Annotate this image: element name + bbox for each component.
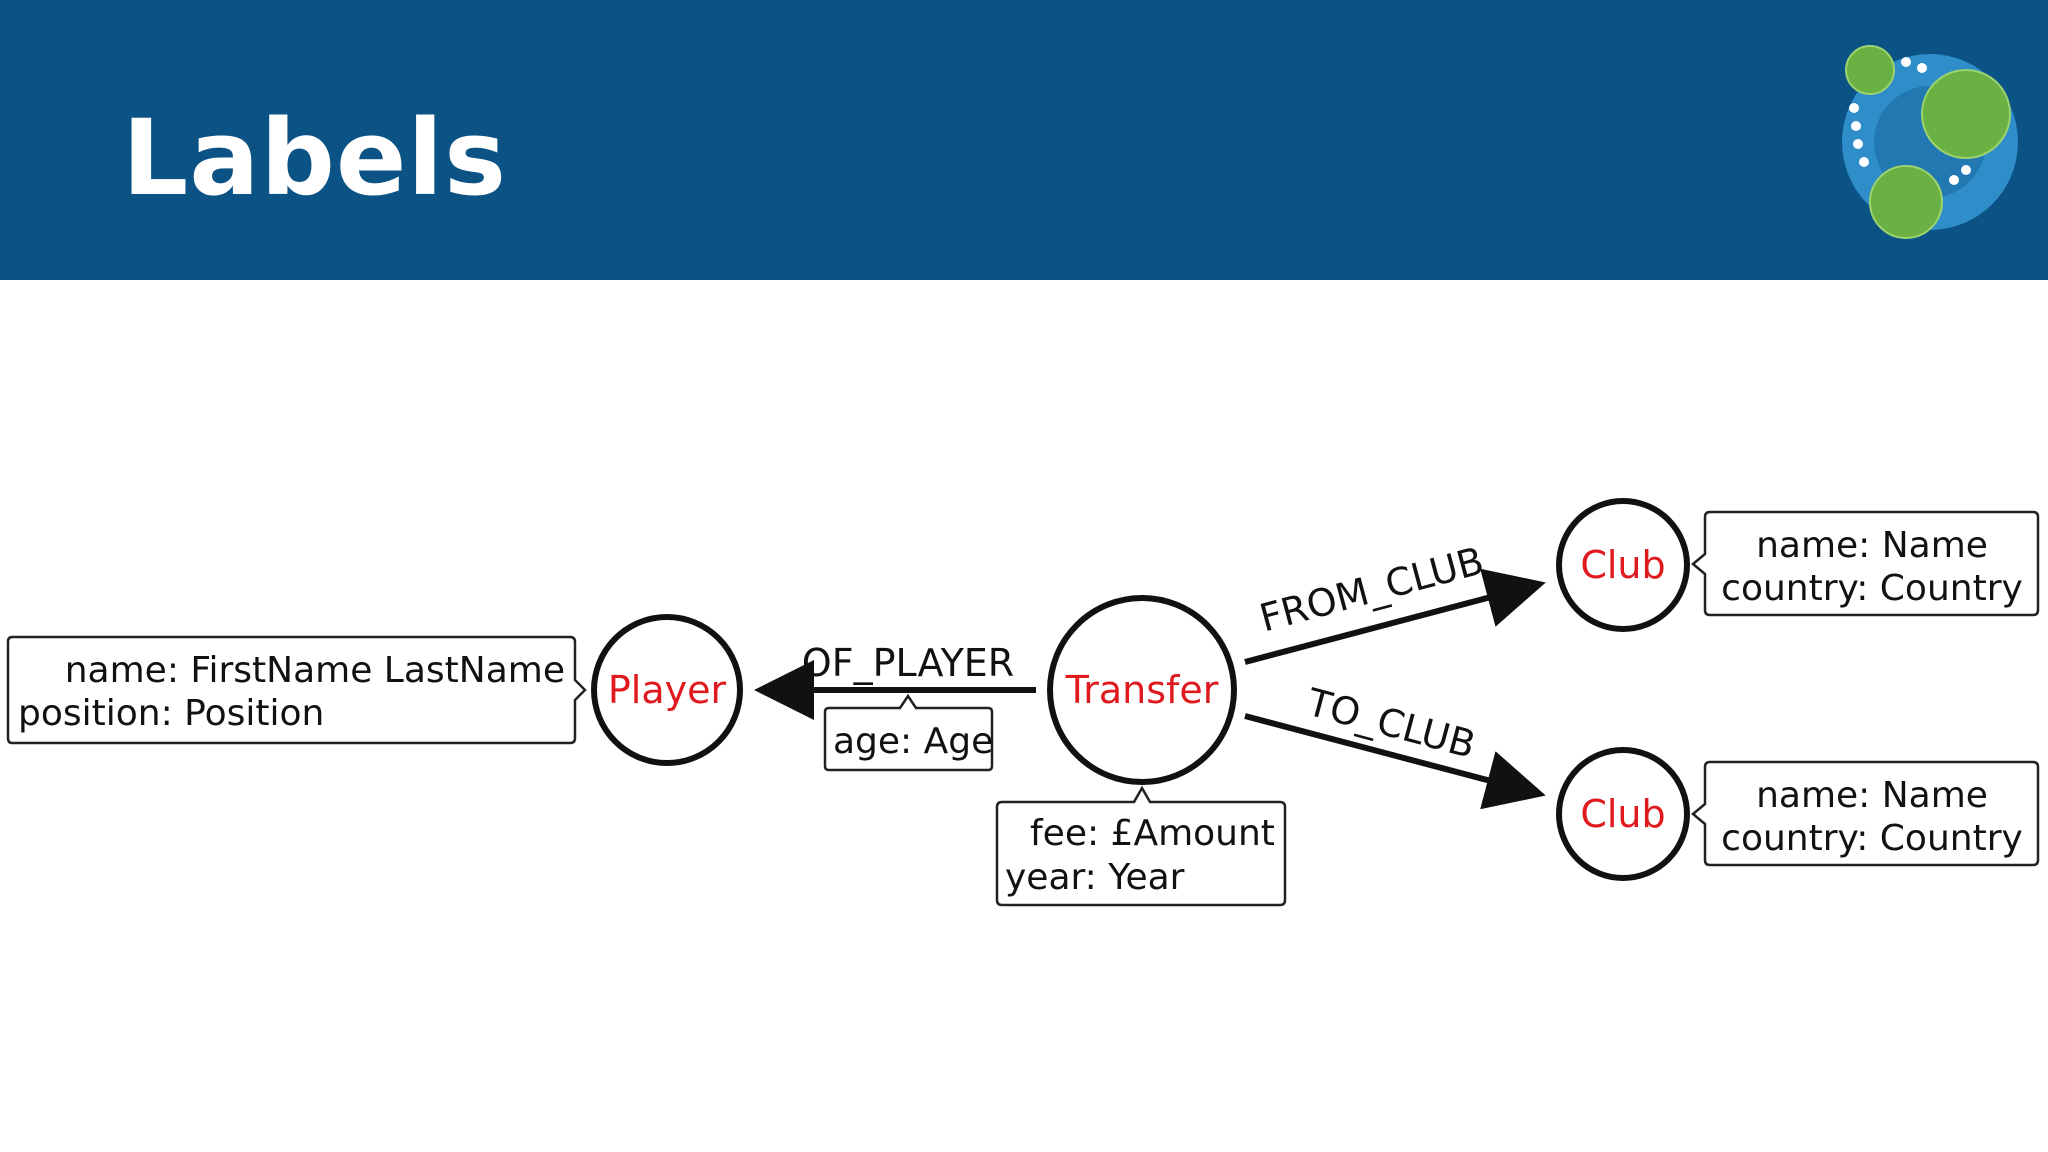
node-club-to: Club	[1556, 747, 1690, 881]
graph-database-logo-icon	[1842, 45, 2018, 239]
node-label-transfer: Transfer	[1065, 668, 1219, 712]
header-bar: Labels	[0, 0, 2048, 280]
transfer-fee-property: fee: £Amount	[1030, 813, 1275, 854]
edge-from-club: FROM_CLUB	[1244, 538, 1546, 665]
slide-title: Labels	[122, 97, 507, 219]
club-to-name-property: name: Name	[1756, 775, 1988, 816]
edge-of-player: OF_PLAYER	[754, 641, 1036, 720]
of-player-age-property: age: Age	[833, 721, 993, 762]
node-club-from: Club	[1556, 498, 1690, 632]
node-label-player: Player	[608, 668, 727, 712]
edge-to-club: TO_CLUB	[1244, 680, 1546, 810]
node-label-club-from: Club	[1580, 543, 1665, 587]
graph-model-diagram: OF_PLAYER FROM_CLUB TO_CLUB name: FirstN…	[6, 498, 2040, 907]
club-to-country-property: country: Country	[1721, 818, 2023, 859]
edge-label-from-club: FROM_CLUB	[1255, 538, 1488, 640]
transfer-year-property: year: Year	[1005, 857, 1185, 898]
club-from-country-property: country: Country	[1721, 568, 2023, 609]
node-label-club-to: Club	[1580, 792, 1665, 836]
transfer-properties-box: fee: £Amount year: Year	[995, 785, 1287, 907]
edge-label-of-player: OF_PLAYER	[802, 641, 1014, 685]
player-properties-box: name: FirstName LastName position: Posit…	[6, 635, 587, 745]
node-transfer: Transfer	[1047, 595, 1237, 785]
club-from-properties-box: name: Name country: Country	[1691, 510, 2040, 617]
player-position-property: position: Position	[18, 693, 324, 734]
club-from-name-property: name: Name	[1756, 525, 1988, 566]
player-name-property: name: FirstName LastName	[65, 650, 565, 691]
of-player-properties-box: age: Age	[823, 693, 993, 772]
club-to-properties-box: name: Name country: Country	[1691, 760, 2040, 867]
node-player: Player	[591, 614, 743, 766]
